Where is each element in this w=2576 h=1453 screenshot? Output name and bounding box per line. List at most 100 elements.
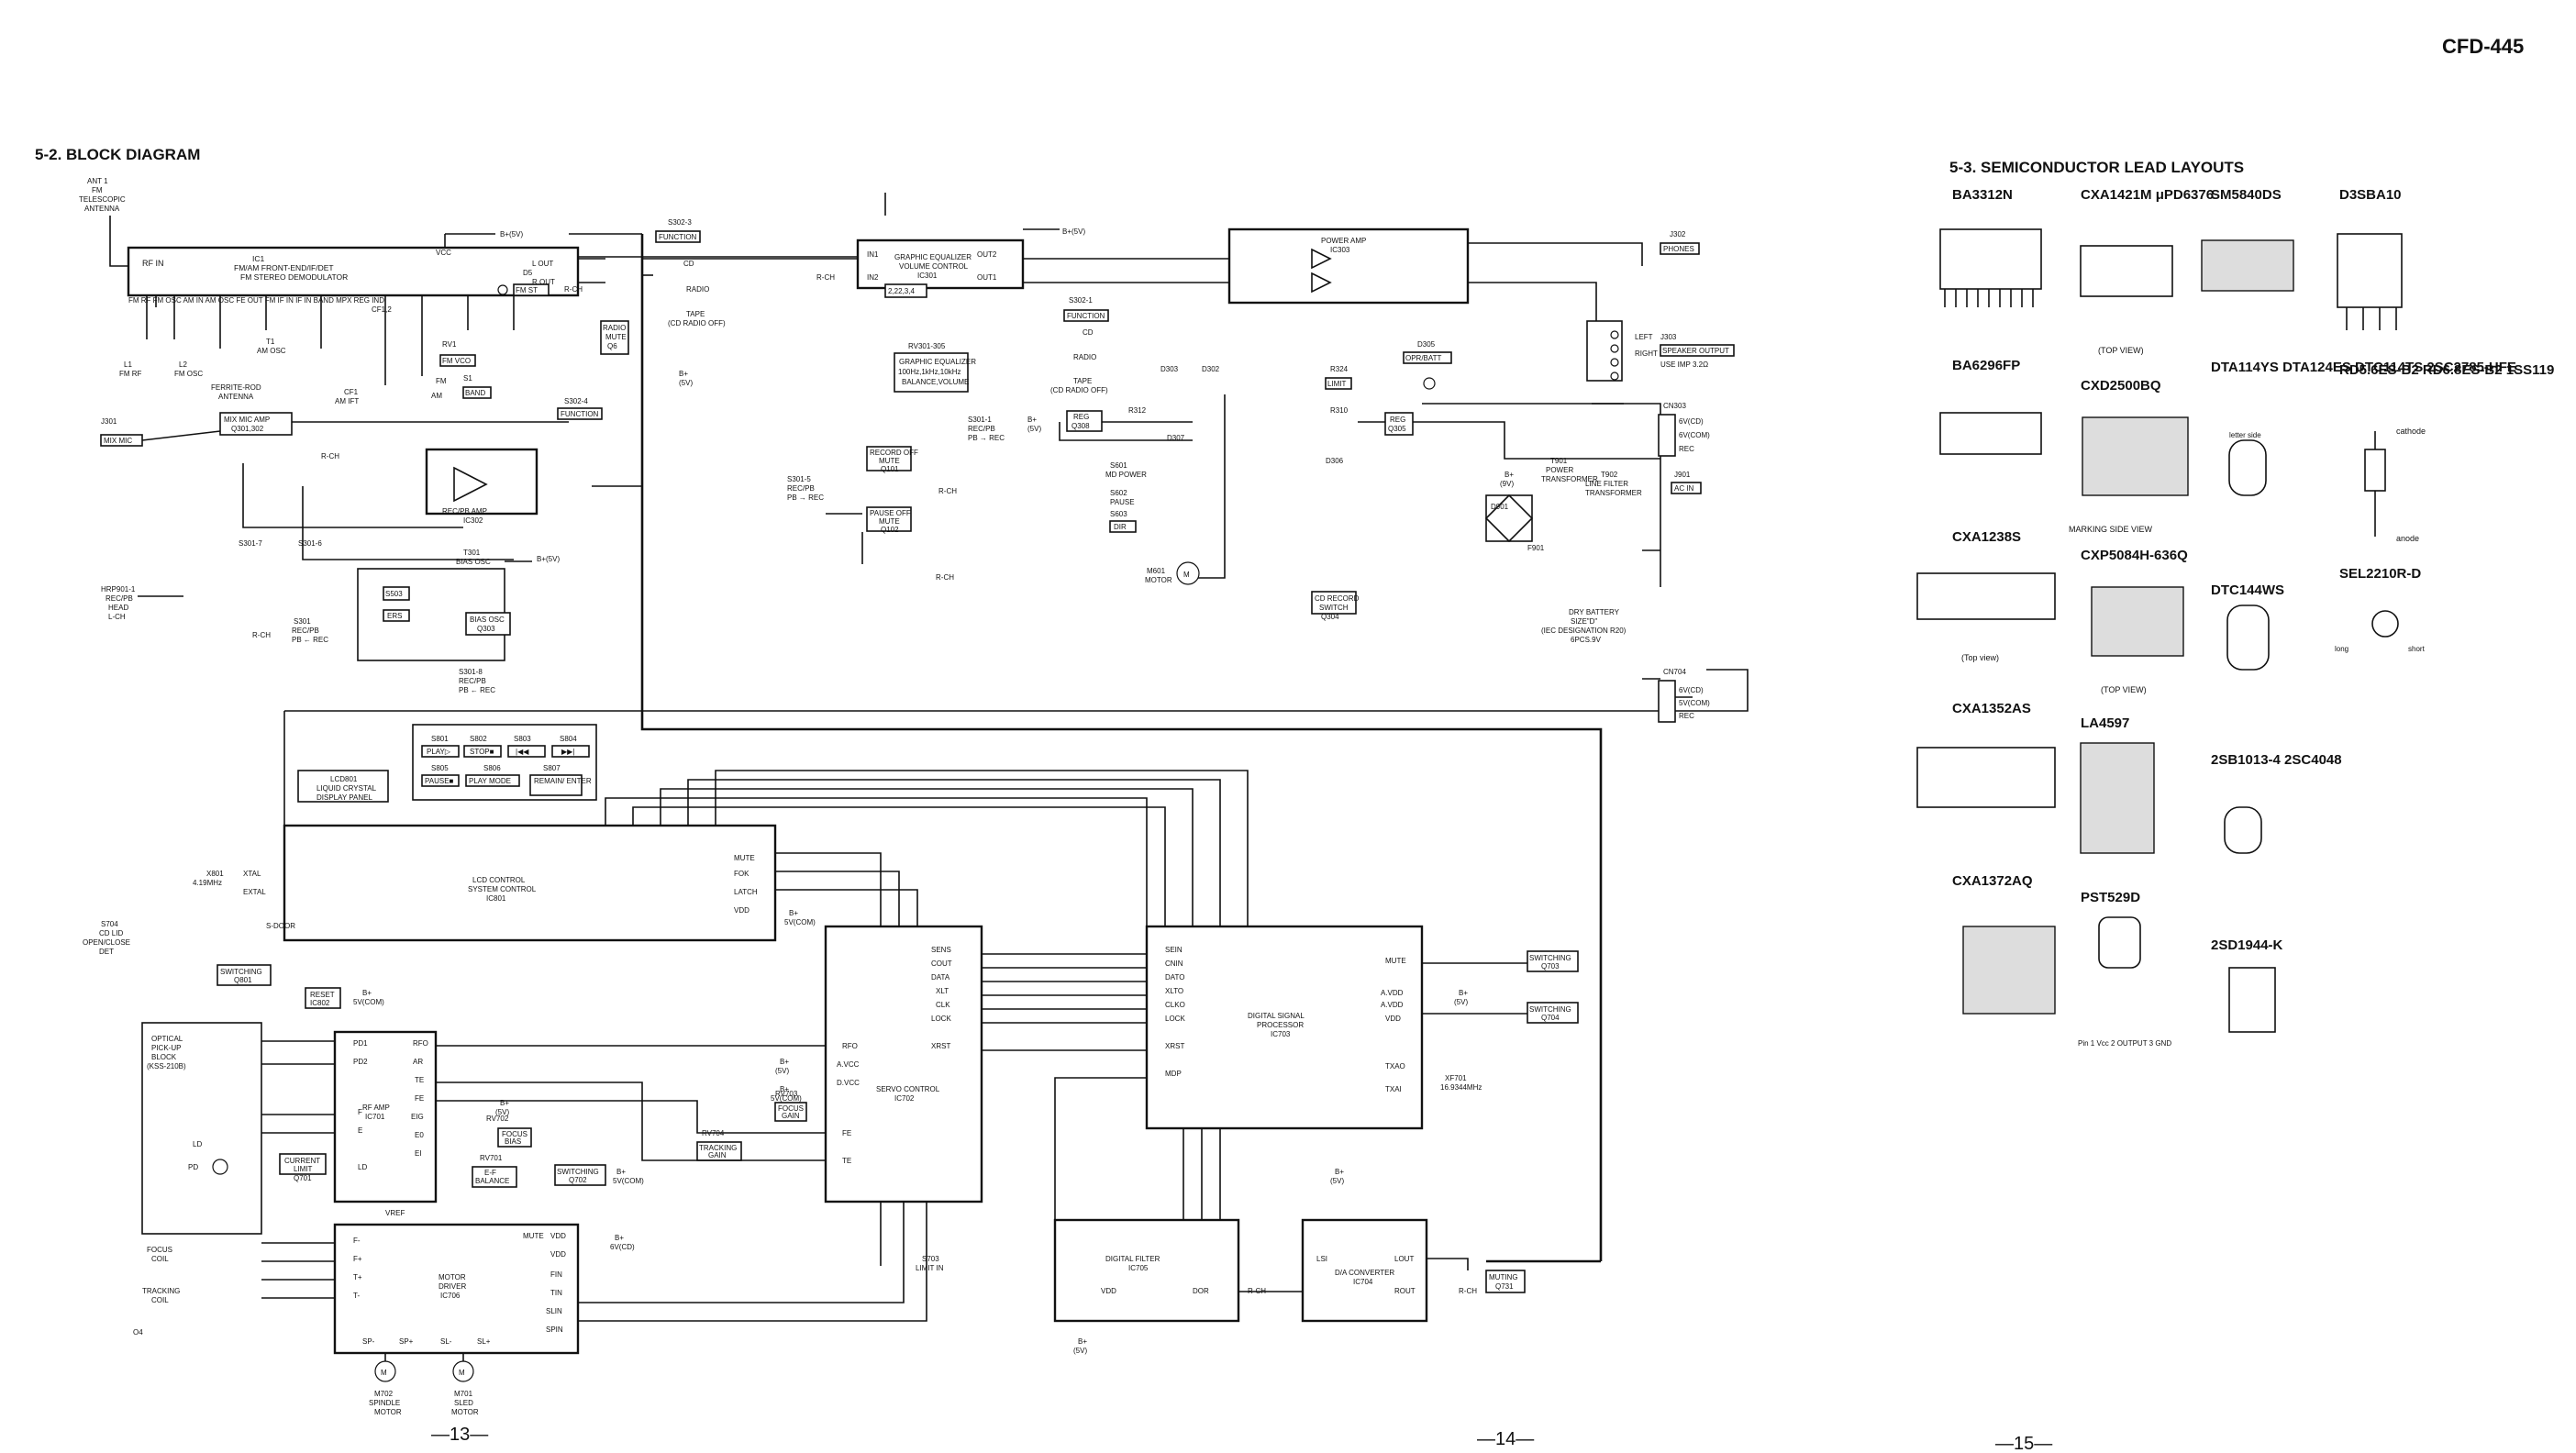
- svg-text:CF1,2: CF1,2: [372, 305, 392, 314]
- svg-text:RIGHT: RIGHT: [1635, 349, 1658, 358]
- svg-text:CD RECORD: CD RECORD: [1315, 594, 1360, 603]
- svg-text:B+: B+: [1078, 1337, 1087, 1346]
- svg-text:VCC: VCC: [436, 249, 451, 257]
- svg-text:SWITCHING: SWITCHING: [1529, 954, 1571, 962]
- svg-text:BALANCE: BALANCE: [475, 1177, 509, 1185]
- part-sm5840ds: SM5840DS: [2211, 187, 2282, 203]
- svg-text:(5V): (5V): [1027, 425, 1041, 433]
- svg-text:R-CH: R-CH: [564, 285, 583, 294]
- svg-text:S704: S704: [101, 920, 118, 928]
- svg-text:S301-7: S301-7: [239, 539, 262, 548]
- servo-section: SERVO CONTROL IC702 SENS COUT DATA XLT C…: [696, 925, 983, 1272]
- svg-text:PB → REC: PB → REC: [968, 434, 1005, 442]
- svg-text:100Hz,1kHz,10kHz: 100Hz,1kHz,10kHz: [898, 368, 960, 376]
- page-number-15: —15—: [1995, 1434, 2052, 1453]
- part-rd56es: RD5.6ES-B2 RD6.8ES-B2 1SS119: [2339, 362, 2554, 378]
- svg-text:PB ← REC: PB ← REC: [292, 636, 328, 644]
- svg-text:PHONES: PHONES: [1663, 245, 1694, 253]
- svg-text:(IEC DESIGNATION R20): (IEC DESIGNATION R20): [1541, 627, 1627, 635]
- svg-text:PB → REC: PB → REC: [787, 494, 824, 502]
- svg-text:DOR: DOR: [1193, 1287, 1209, 1295]
- sm5840ds-package: [2201, 239, 2294, 292]
- svg-text:TXAO: TXAO: [1385, 1062, 1405, 1070]
- focus-gain: [774, 1102, 807, 1122]
- svg-text:J302: J302: [1670, 230, 1686, 238]
- page-number-14: —14—: [1477, 1429, 1534, 1449]
- svg-text:COIL: COIL: [151, 1296, 169, 1304]
- svg-text:IC801: IC801: [486, 894, 506, 903]
- reg-q305: [1384, 412, 1414, 436]
- svg-text:FM ST: FM ST: [516, 286, 538, 294]
- svg-text:AM: AM: [431, 392, 442, 400]
- svg-text:Q308: Q308: [1071, 422, 1090, 430]
- svg-text:TRANSFORMER: TRANSFORMER: [1585, 489, 1642, 497]
- svg-text:FM VCO: FM VCO: [442, 357, 471, 365]
- svg-text:S803: S803: [514, 735, 531, 743]
- svg-text:B+: B+: [780, 1085, 789, 1093]
- svg-text:STOP■: STOP■: [470, 748, 494, 756]
- cd-record-switch: [1311, 591, 1357, 615]
- svg-text:LOUT: LOUT: [1394, 1255, 1414, 1263]
- svg-text:LIQUID CRYSTAL: LIQUID CRYSTAL: [316, 784, 377, 793]
- svg-text:S301-5: S301-5: [787, 475, 811, 483]
- svg-text:DATO: DATO: [1165, 973, 1184, 982]
- motor-driver-section: MOTOR DRIVER IC706 F- F+ T+ T- VDD VDD F…: [333, 1223, 635, 1416]
- muting-q731: [1485, 1270, 1526, 1293]
- svg-text:L-CH: L-CH: [108, 613, 126, 621]
- svg-text:IN2: IN2: [867, 273, 879, 282]
- svg-text:FM RF: FM RF: [119, 370, 142, 378]
- svg-text:L2: L2: [179, 360, 187, 369]
- svg-text:MUTE: MUTE: [734, 854, 755, 862]
- svg-text:FOK: FOK: [734, 870, 749, 878]
- svg-text:IC706: IC706: [440, 1292, 461, 1300]
- svg-text:R324: R324: [1330, 365, 1349, 373]
- svg-text:REC/PB: REC/PB: [459, 677, 486, 685]
- svg-text:VDD: VDD: [550, 1250, 566, 1259]
- svg-text:T902: T902: [1601, 471, 1618, 479]
- svg-text:MUTE: MUTE: [879, 457, 900, 465]
- motor-m601: [1176, 561, 1200, 585]
- svg-text:R-CH: R-CH: [321, 452, 339, 460]
- svg-text:6V(CD): 6V(CD): [1679, 686, 1704, 694]
- part-2sd1944k: 2SD1944-K: [2211, 937, 2283, 953]
- graphic-eq-controls: [894, 352, 969, 393]
- svg-text:LINE FILTER: LINE FILTER: [1585, 480, 1628, 488]
- svg-text:POWER: POWER: [1546, 466, 1573, 474]
- svg-text:J901: J901: [1674, 471, 1691, 479]
- svg-text:E: E: [358, 1126, 362, 1135]
- lcd-panel: [297, 770, 389, 803]
- svg-text:(CD RADIO OFF): (CD RADIO OFF): [668, 319, 726, 327]
- svg-text:D901: D901: [1491, 503, 1509, 511]
- current-limit-q701: [279, 1153, 327, 1175]
- remain-enter-button: [529, 774, 583, 796]
- switching-q801: [217, 964, 272, 986]
- svg-text:FUNCTION: FUNCTION: [1067, 312, 1105, 320]
- svg-text:D302: D302: [1202, 365, 1220, 373]
- svg-text:E-F: E-F: [484, 1169, 496, 1177]
- svg-text:LCD CONTROL: LCD CONTROL: [472, 876, 526, 884]
- svg-text:CF1: CF1: [344, 388, 359, 396]
- svg-text:Q101: Q101: [881, 465, 899, 473]
- svg-text:EI: EI: [415, 1149, 422, 1158]
- svg-text:2,22,3,4: 2,22,3,4: [888, 287, 915, 295]
- svg-text:ROUT: ROUT: [1394, 1287, 1416, 1295]
- svg-text:(Top view): (Top view): [1961, 653, 1999, 662]
- part-dta114ys: DTA114YS DTA124ES DTC114TS 2SC2785-HFE: [2211, 360, 2516, 375]
- svg-text:ANTENNA: ANTENNA: [218, 393, 254, 401]
- svg-text:FM STEREO DEMODULATOR: FM STEREO DEMODULATOR: [240, 272, 348, 282]
- svg-text:▶▶|: ▶▶|: [561, 748, 574, 756]
- svg-text:VDD: VDD: [734, 906, 749, 915]
- svg-text:SL+: SL+: [477, 1337, 491, 1346]
- svg-text:RADIO: RADIO: [686, 285, 709, 294]
- svg-text:B+: B+: [362, 989, 372, 997]
- keyswitch-panel: [412, 724, 597, 801]
- svg-text:IC701: IC701: [365, 1113, 385, 1121]
- svg-text:B+: B+: [616, 1168, 626, 1176]
- svg-text:RF IN: RF IN: [142, 259, 164, 268]
- svg-text:ANTENNA: ANTENNA: [84, 205, 120, 213]
- svg-text:S603: S603: [1110, 510, 1127, 518]
- svg-text:REC/PB: REC/PB: [968, 425, 995, 433]
- svg-text:D306: D306: [1326, 457, 1344, 465]
- amp-section: GRAPHIC EQUALIZER VOLUME CONTROL IC301 I…: [642, 227, 1735, 393]
- svg-text:Q301,302: Q301,302: [231, 425, 264, 433]
